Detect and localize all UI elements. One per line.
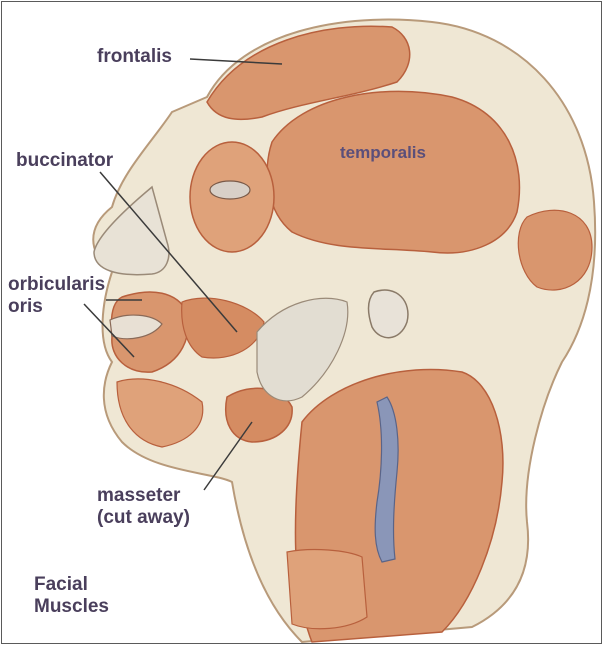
caption-line1: Facial (34, 574, 88, 596)
buccinator-label: buccinator (16, 150, 113, 172)
eye (210, 181, 250, 199)
masseter-label-line1: masseter (97, 485, 180, 507)
caption-line2: Muscles (34, 596, 109, 618)
orbicularis-label-line1: orbicularis (8, 274, 105, 296)
frontalis-label: frontalis (97, 46, 172, 68)
temporalis-label: temporalis (340, 142, 426, 164)
orbicularis-label-line2: oris (8, 296, 43, 318)
lower-neck-muscle (287, 550, 367, 629)
occipital-muscle (518, 210, 592, 290)
ear (368, 290, 407, 338)
temporalis-muscle (267, 91, 519, 253)
masseter-label-line2: (cut away) (97, 507, 190, 529)
